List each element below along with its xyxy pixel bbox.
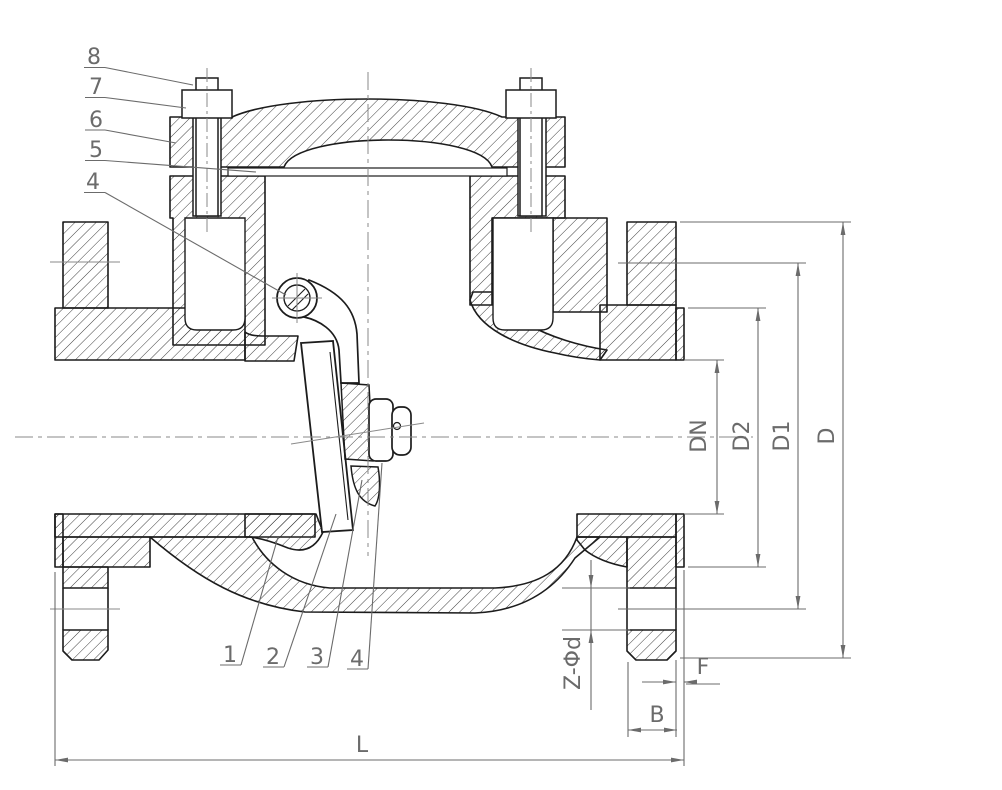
right-raised-face-top (675, 307, 685, 361)
callout-2-label: 2 (266, 645, 280, 670)
left-flange-block (62, 629, 109, 661)
seat-lower-boss (244, 513, 324, 551)
callout-1-label: 1 (223, 643, 237, 668)
left-flange-ear-top (62, 221, 109, 309)
bonnet-cover (169, 98, 566, 168)
callout-3-label: 3 (310, 645, 324, 670)
right-flange-ear-bottom (626, 536, 677, 589)
dimension-arrows (55, 222, 846, 763)
body-openings (184, 217, 554, 331)
dim-d1-label: D1 (770, 421, 795, 452)
valve-body-section (54, 98, 685, 661)
dim-zd-label: Z-Φd (561, 636, 586, 690)
callout-6-label: 6 (89, 108, 103, 133)
dim-l-label: L (356, 733, 369, 758)
cotter-pin-hole (392, 421, 402, 431)
dim-f-label: F (697, 655, 710, 680)
left-bolt-recess (184, 217, 246, 331)
right-tube-wall (576, 513, 677, 538)
dim-d-label: D (815, 428, 840, 445)
seat-ring-hook (350, 465, 381, 507)
body-sump-wall (149, 536, 601, 614)
callout-labels: 8 7 6 5 4 1 2 3 4 (86, 45, 364, 672)
dim-d2-label: D2 (730, 421, 755, 452)
right-shoulder (552, 217, 608, 313)
left-raised-face-bottom (54, 513, 64, 568)
callout-4b-label: 4 (350, 647, 364, 672)
dim-b-label: B (649, 703, 664, 728)
pin-flat-2 (291, 293, 309, 311)
right-flange-hub (599, 304, 677, 361)
disc-axis (290, 422, 425, 445)
right-flange-block (626, 629, 677, 661)
callout-8-label: 8 (87, 45, 101, 70)
right-hub-filler (576, 536, 628, 568)
right-raised-face-bottom (675, 513, 685, 568)
callout-leaders (84, 66, 383, 670)
dimension-labels: DN D2 D1 D Z-Φd F B L (356, 419, 840, 758)
seat-bridge (244, 331, 299, 362)
disc-nut (391, 406, 412, 456)
callout-7-label: 7 (89, 75, 103, 100)
dim-dn-label: DN (687, 419, 712, 452)
left-flange-hub-bottom (62, 536, 151, 568)
right-bolt-recess (492, 217, 554, 331)
callout-4-label: 4 (86, 170, 100, 195)
dimension-lines (54, 221, 851, 766)
left-flange-ear-bottom (62, 566, 109, 589)
centerlines (15, 68, 753, 610)
callout-5-label: 5 (89, 138, 103, 163)
